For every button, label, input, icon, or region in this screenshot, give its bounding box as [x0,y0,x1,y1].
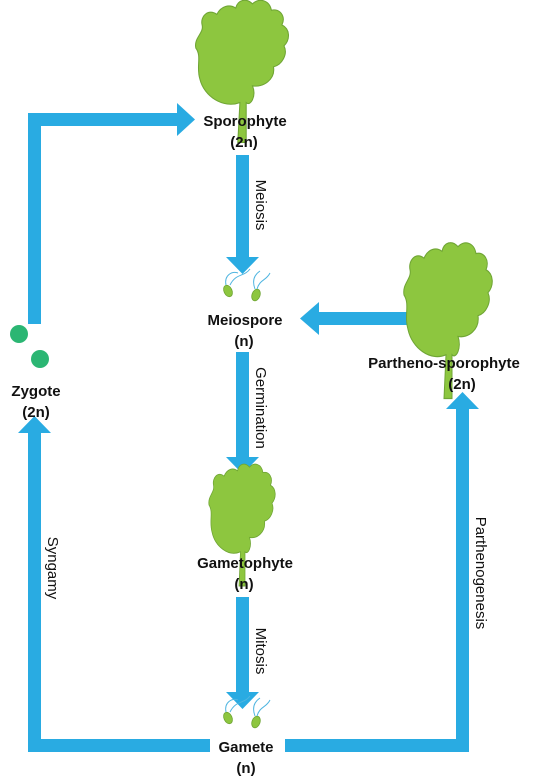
partheno-sporophyte-name: Partheno-sporophyte [368,355,520,372]
arrow-parthenogenesis [285,392,479,752]
sporophyte-ploidy: (2n) [230,134,258,151]
arrows-layer [18,103,479,752]
zygote-name: Zygote [11,383,60,400]
process-syngamy-label: Syngamy [44,537,61,600]
arrow-meiosis [226,155,259,274]
process-germination-label: Germination [252,367,269,449]
meiospore-ploidy: (n) [234,333,253,350]
gamete-name: Gamete [218,739,273,756]
gametophyte-ploidy: (n) [234,576,253,593]
gamete-cells-icon [221,695,271,730]
node-gamete: Gamete (n) [218,739,273,777]
node-zygote: Zygote (2n) [11,383,60,421]
zygote-dots-icon [10,325,49,368]
node-gametophyte: Gametophyte (n) [197,555,293,593]
arrow-syngamy [18,416,210,752]
partheno-sporophyte-ploidy: (2n) [448,376,476,393]
sporophyte-name: Sporophyte [203,113,286,130]
arrow-mitosis [226,597,259,709]
process-mitosis-label: Mitosis [252,628,269,675]
meiospore-name: Meiospore [207,312,282,329]
arrow-zygote-to-sporophyte [28,103,195,324]
meiospore-cells-icon [221,268,271,303]
arrow-partheno-to-meiospore [300,302,415,335]
node-sporophyte: Sporophyte (2n) [203,113,286,151]
zygote-ploidy: (2n) [22,404,50,421]
node-partheno-sporophyte: Partheno-sporophyte (2n) [368,355,520,393]
node-meiospore: Meiospore (n) [207,312,282,350]
process-parthenogenesis-label: Parthenogenesis [472,517,489,630]
gamete-ploidy: (n) [236,760,255,777]
process-meiosis-label: Meiosis [252,180,269,231]
gametophyte-name: Gametophyte [197,555,293,572]
